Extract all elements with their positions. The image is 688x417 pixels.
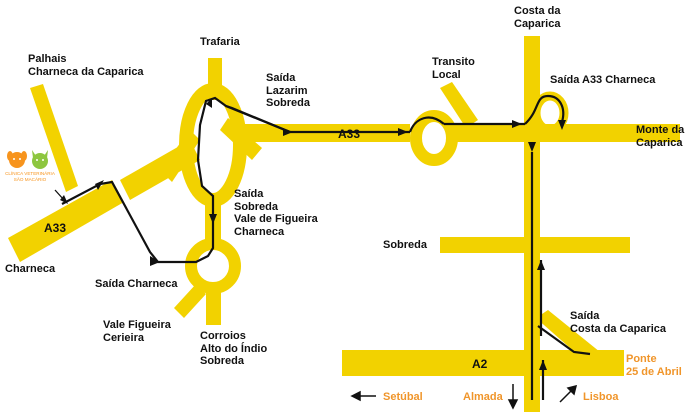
setubal-label: Setúbal xyxy=(383,391,423,403)
arrow-up-right-icon xyxy=(566,384,578,396)
charneca-label: Charneca xyxy=(5,263,56,275)
almada-label: Almada xyxy=(463,391,503,403)
arrow-icon xyxy=(209,214,217,224)
direction-arrows xyxy=(350,384,578,410)
a33-road-far-east xyxy=(450,124,680,142)
transito-local-road xyxy=(440,82,478,128)
corroios-road xyxy=(206,285,221,325)
lisboa-label: Lisboa xyxy=(583,391,619,403)
logo-line2: SÃO MACÁRIO xyxy=(13,177,47,182)
arrow-icon xyxy=(150,256,160,266)
arrow-icon xyxy=(558,120,566,130)
saida-costa-ramp xyxy=(536,310,600,362)
a2-road xyxy=(342,350,624,376)
palhais-road xyxy=(30,84,78,192)
a2-label: A2 xyxy=(472,357,488,371)
route-arrowheads xyxy=(95,98,566,370)
monte-caparica-label: Monte da Caparica xyxy=(636,124,685,149)
dog-and-cat-heads-icon xyxy=(7,150,48,169)
arrow-left-icon xyxy=(350,390,361,402)
arrow-icon xyxy=(95,180,104,190)
saida-a33-charneca-label: Saída A33 Charneca xyxy=(550,74,656,86)
ponte-label: Ponte 25 de Abril xyxy=(626,353,682,378)
route-ramp xyxy=(537,325,591,356)
corroios-label: Corroios Alto do Índio Sobreda xyxy=(200,330,268,367)
arrow-down-icon xyxy=(507,399,519,410)
route-charneca-loop xyxy=(524,94,565,125)
a33-label: A33 xyxy=(338,127,361,141)
arrow-up-right-icon xyxy=(559,389,573,403)
corroios-roundabout xyxy=(185,238,241,294)
arrow-icon xyxy=(512,120,522,128)
saida-lazarim-label: Saída Lazarim Sobreda xyxy=(266,72,311,109)
route-transito-loop xyxy=(408,116,445,133)
trafaria-label: Trafaria xyxy=(200,36,240,48)
a33-road-left xyxy=(8,180,124,262)
palhais-label: Palhais Charneca da Caparica xyxy=(28,53,144,78)
arrow-icon xyxy=(537,260,545,270)
vale-figueira-label: Vale Figueira Cerieira xyxy=(103,319,171,344)
arrow-icon xyxy=(283,128,293,136)
saida-costa-label: Saída Costa da Caparica xyxy=(570,310,666,335)
logo-line1: CLÍNICA VETERINÁRIA xyxy=(5,171,55,176)
arrow-icon xyxy=(539,360,547,370)
sobreda-label: Sobreda xyxy=(383,239,428,251)
transito-local-label: Transito Local xyxy=(432,56,475,81)
saida-charneca-label: Saída Charneca xyxy=(95,278,178,290)
saida-sobreda-vf-label: Saída Sobreda Vale de Figueira Charneca xyxy=(234,188,318,238)
interchange-ramp-left xyxy=(160,130,200,182)
arrow-icon xyxy=(206,98,212,108)
a33-left-label: A33 xyxy=(44,221,67,235)
costa-caparica-label: Costa da Caparica xyxy=(514,5,561,30)
vale-figueira-road xyxy=(174,284,206,318)
arrow-icon xyxy=(528,142,536,152)
arrow-icon xyxy=(398,128,408,136)
roads xyxy=(8,36,680,412)
transito-local-roundabout xyxy=(410,110,458,166)
logo-pointer xyxy=(54,189,68,204)
sobreda-road xyxy=(440,237,630,253)
route-lazarim xyxy=(225,104,410,134)
